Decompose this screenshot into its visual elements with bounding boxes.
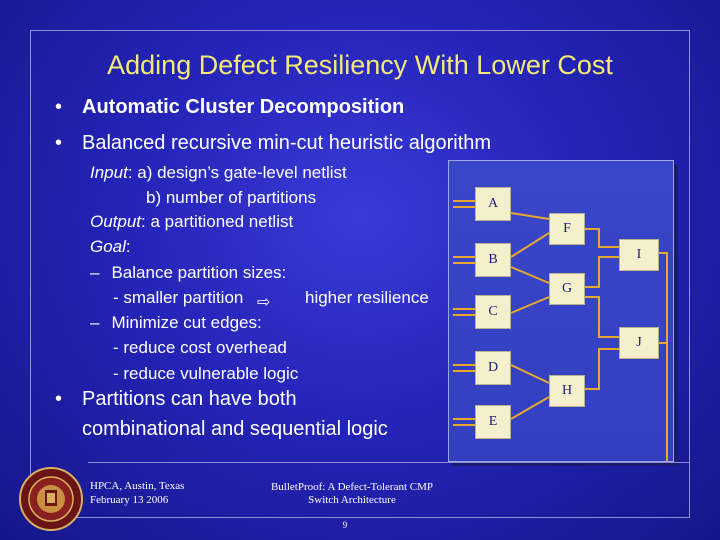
input-text-a: : a) design’s gate-level netlist [127,163,347,182]
bullet-text: Automatic Cluster Decomposition [82,96,405,118]
bullet-marker: • [55,388,63,410]
goal-colon: : [125,237,131,256]
slide-frame [30,30,690,518]
page-number: 9 [342,520,348,530]
goal1-sub-a: - smaller partition [113,288,244,307]
output-line: Output: a partitioned netlist [90,212,293,232]
bullet-marker: • [55,96,63,118]
university-seal-icon [18,466,84,532]
bullet-marker: • [55,132,63,154]
input-label: Input [90,163,128,182]
goal2-sub2: - reduce vulnerable logic [113,364,299,383]
diagram-node-c: C [475,295,511,329]
diagram-node-j: J [619,327,659,359]
goal-label: Goal [90,237,126,256]
diagram-node-i: I [619,239,659,271]
footer-venue-line2: February 13 2006 [90,494,169,506]
bullet-cluster-decomposition: • Automatic Cluster Decomposition [55,96,495,122]
diagram-node-h: H [549,375,585,407]
diagram-node-b: B [475,243,511,277]
goal2-sub1: - reduce cost overhead [113,338,287,357]
bullet-text: Balanced recursive min-cut heuristic alg… [82,132,492,154]
diagram-node-d: D [475,351,511,385]
footer-venue-line1: HPCA, Austin, Texas [90,480,185,492]
goal1-line: –Balance partition sizes: [90,263,286,283]
footer-divider [88,462,690,463]
input-line-b: b) number of partitions [146,188,317,207]
footer-paper-line1: BulletProof: A Defect-Tolerant CMP [270,481,434,493]
input-line-a: Input: a) design’s gate-level netlist [90,163,347,183]
goal2-line: –Minimize cut edges: [90,313,262,333]
bullet-text-line2: combinational and sequential logic [82,418,388,440]
diagram-node-g: G [549,273,585,305]
partition-diagram-svg [453,200,668,461]
dash-marker: – [90,313,100,332]
bullet-min-cut: • Balanced recursive min-cut heuristic a… [55,132,595,158]
diagram-node-e: E [475,405,511,439]
goal-line: Goal: [90,237,131,257]
output-text: : a partitioned netlist [141,212,294,231]
diagram-node-f: F [549,213,585,245]
bullet-partitions: • Partitions can have both combinational… [55,388,455,448]
slide-title: Adding Defect Resiliency With Lower Cost [107,50,613,80]
diagram-node-a: A [475,187,511,221]
bullet-text-line1: Partitions can have both [82,388,297,410]
goal1-text: Balance partition sizes: [111,263,287,282]
goal2-text: Minimize cut edges: [111,313,262,332]
footer-paper-line2: Switch Architecture [308,494,396,506]
goal1-sub-b: higher resilience [305,288,429,307]
output-label: Output [90,212,142,231]
right-arrow-icon: ⇨ [257,294,271,311]
dash-marker: – [90,263,100,282]
